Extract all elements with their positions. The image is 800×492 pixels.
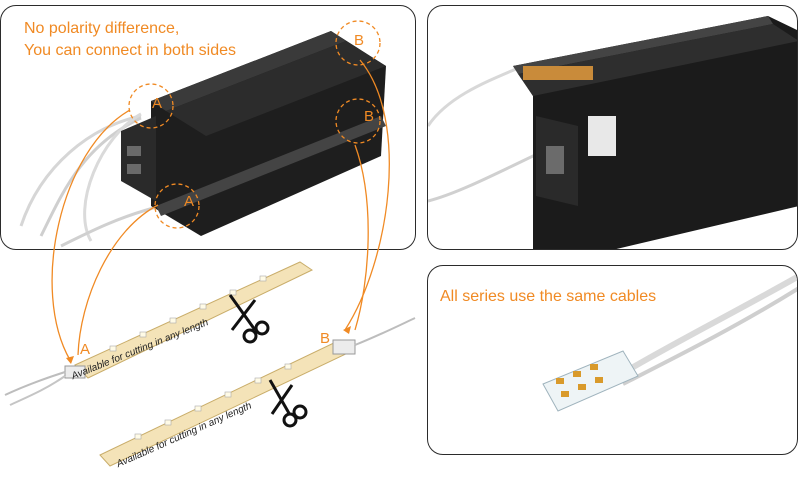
label-a-bottom: A xyxy=(184,193,195,210)
polarity-title: No polarity difference, xyxy=(24,20,180,37)
polarity-subtitle: You can connect in both sides xyxy=(24,42,237,59)
label-b-bottom: B xyxy=(364,108,375,125)
strip-label-a: A xyxy=(80,341,91,358)
label-b-top: B xyxy=(354,32,365,49)
strip2-cut-text: Available for cutting in any length xyxy=(115,400,254,471)
strip-label-b: B xyxy=(320,330,331,347)
profile-closeup-image xyxy=(428,16,797,249)
profile-closeup-panel xyxy=(427,5,798,250)
cable-panel xyxy=(427,265,798,455)
label-a-top: A xyxy=(152,95,163,112)
profile-illustration xyxy=(19,20,386,248)
connector-image xyxy=(542,273,797,412)
cable-caption: All series use the same cables xyxy=(440,288,657,305)
strip1-cut-text: Available for cutting in any length xyxy=(70,317,211,383)
